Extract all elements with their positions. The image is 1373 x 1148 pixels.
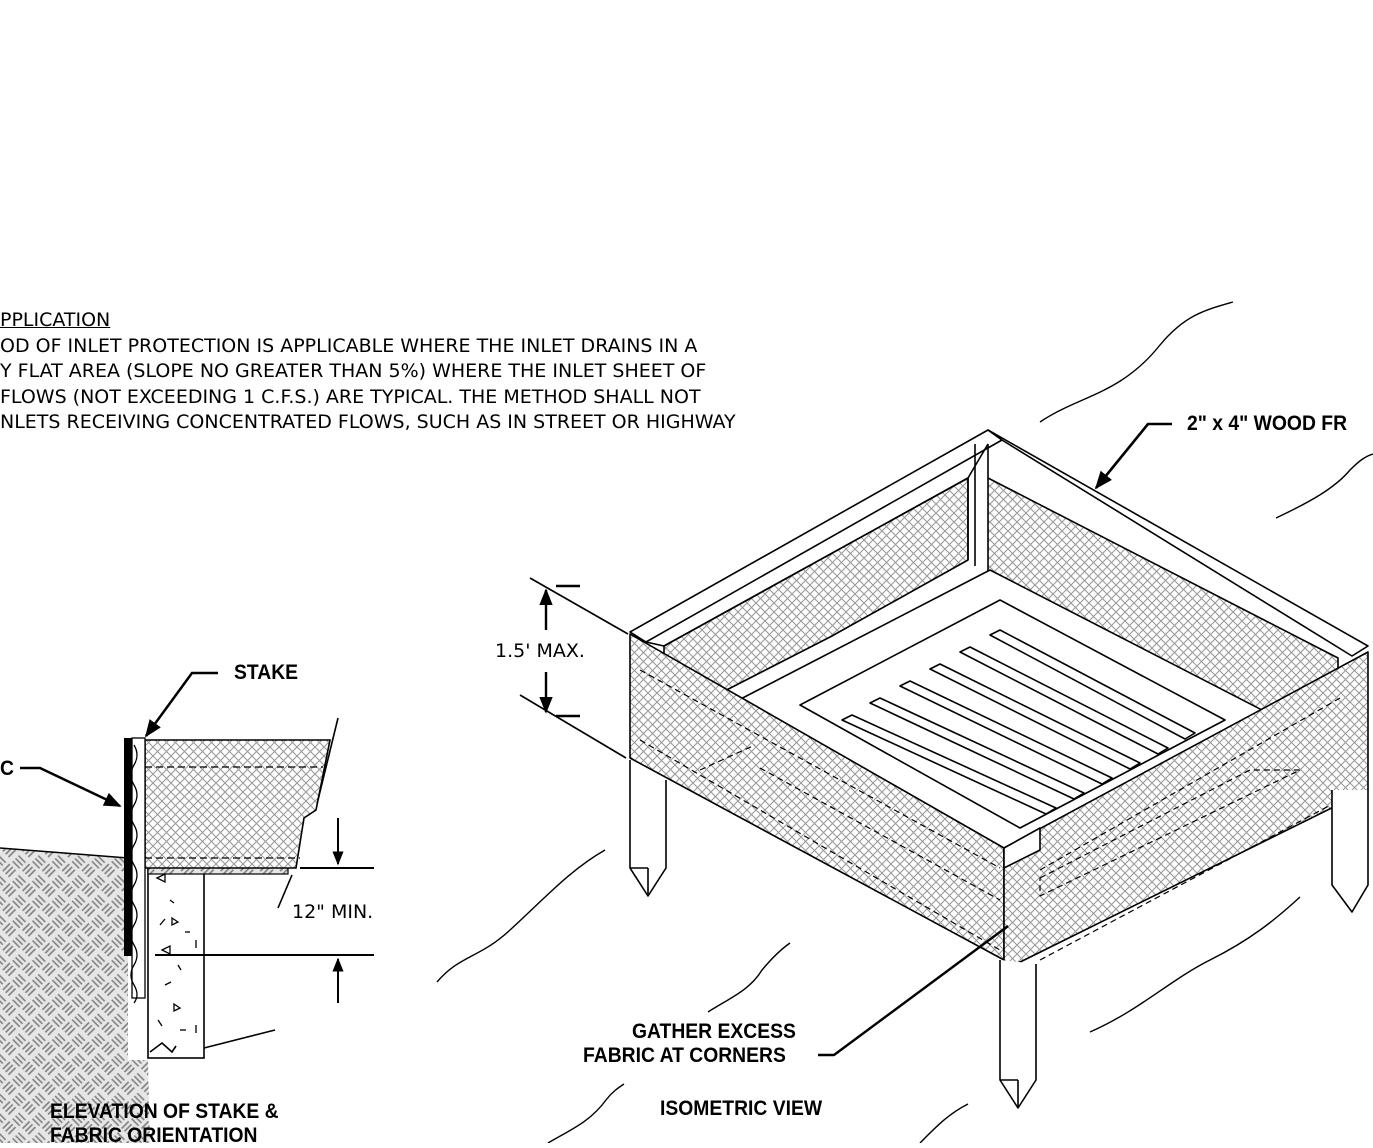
gather-label-line2: FABRIC AT CORNERS xyxy=(583,1044,786,1067)
frame-top-right xyxy=(987,429,1369,657)
gather-label-line1: GATHER EXCESS xyxy=(632,1020,796,1043)
fabric-label-partial: C xyxy=(0,757,14,780)
filter-fabric xyxy=(144,739,331,869)
notes-line-1: OD OF INLET PROTECTION IS APPLICABLE WHE… xyxy=(0,334,698,357)
elevation-title-line1: ELEVATION OF STAKE & xyxy=(50,1100,279,1123)
notes-heading: PPLICATION xyxy=(0,309,111,331)
notes-line-2: Y FLAT AREA (SLOPE NO GREATER THAN 5%) W… xyxy=(0,360,707,382)
wood-frame-label: 2" x 4" WOOD FR xyxy=(1187,412,1348,435)
gather-leader xyxy=(818,925,1009,1057)
isometric-detail xyxy=(519,422,1369,1109)
soil-hatch xyxy=(0,848,150,1143)
wood-frame-leader xyxy=(1094,422,1172,490)
application-notes: PPLICATION OD OF INLET PROTECTION IS APP… xyxy=(0,308,736,436)
fabric-leader xyxy=(20,766,122,808)
height-max-label: 1.5' MAX. xyxy=(495,640,585,662)
inlet-grate xyxy=(799,599,1226,829)
isometric-view-title: ISOMETRIC VIEW xyxy=(660,1097,823,1120)
wood-stake xyxy=(124,738,132,956)
elevation-title-line2: FABRIC ORIENTATION xyxy=(50,1124,258,1147)
elevation-detail xyxy=(0,671,374,1143)
depth-min-label: 12" MIN. xyxy=(292,901,374,923)
right-leg xyxy=(1331,790,1369,913)
ground-lines xyxy=(436,301,1373,1143)
notes-line-3: FLOWS (NOT EXCEEDING 1 C.F.S.) ARE TYPIC… xyxy=(0,385,701,408)
stake-label: STAKE xyxy=(234,661,299,684)
inlet-wall xyxy=(147,867,205,1059)
stake-leader xyxy=(144,671,218,738)
notes-line-4: NLETS RECEIVING CONCENTRATED FLOWS, SUCH… xyxy=(0,411,736,433)
